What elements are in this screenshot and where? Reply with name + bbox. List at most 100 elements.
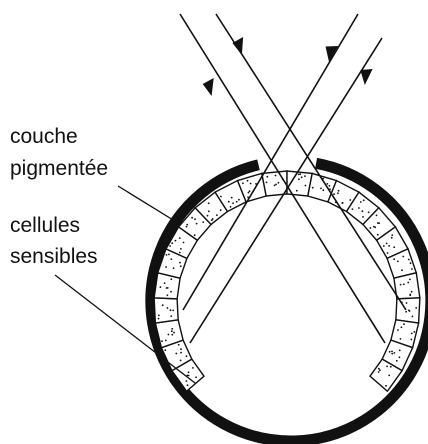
light-ray-2 [216,14,406,310]
cell-stipple-dot [333,193,335,195]
cell-stipple-dot [196,223,198,225]
cell-stipple-dot [165,340,167,342]
cell-stipple-dot [275,175,277,177]
label-pigment-layer: couche pigmentée [10,125,108,180]
cell-stipple-dot [385,385,387,387]
cell-stipple-dot [191,217,193,219]
cell-stipple-dot [170,258,172,260]
cell-stipple-dot [170,291,172,293]
cell-stipple-dot [167,287,169,289]
cell-stipple-dot [173,332,175,334]
cell-stipple-dot [275,184,277,186]
cell-stipple-dot [298,174,300,176]
cell-stipple-dot [388,245,390,247]
cell-stipple-dot [170,315,172,317]
cell-stipple-dot [397,329,399,331]
cell-stipple-dot [301,176,303,178]
sensitive-cell [394,273,420,299]
cell-stipple-dot [388,375,390,377]
cell-stipple-dot [167,294,169,296]
cell-stipple-dot [170,309,172,311]
cell-stipple-dot [230,206,232,208]
sensitive-cell [262,171,287,196]
cell-stipple-dot [266,176,268,178]
arrow-icon [360,69,372,85]
cell-stipple-dot [158,315,160,317]
cell-stipple-dot [178,344,180,346]
cell-stipple-dot [168,334,170,336]
leader-line-pigment-layer [118,186,178,223]
cell-stipple-dot [409,279,411,281]
cell-stipple-dot [370,227,372,229]
cell-stipple-dot [188,371,190,373]
cell-stipple-dot [326,183,328,185]
cell-stipple-dot [179,237,181,239]
cell-stipple-dot [373,226,375,228]
arrow-icon [203,78,214,96]
cell-stipple-dot [362,216,364,218]
cell-stipple-dot [349,199,351,201]
cell-stipple-dot [186,380,188,382]
cell-stipple-dot [186,355,188,357]
cell-stipple-dot [391,353,393,355]
cell-stipple-dot [186,224,188,226]
cell-stipple-dot [406,302,408,304]
cell-stipple-dot [186,226,188,228]
cell-stipple-dot [164,282,166,284]
cell-stipple-dot [379,369,381,371]
cell-stipple-dot [393,258,395,260]
cell-stipple-dot [172,310,174,312]
cell-stipple-dot [171,328,173,330]
label-sensitive-cells-line2: sensibles [10,245,98,268]
cell-stipple-dot [231,197,233,199]
cell-stipple-dot [407,282,409,284]
cell-stipple-dot [386,243,388,245]
sensitive-cell-outline [262,171,287,196]
cell-stipple-dot [171,334,173,336]
cell-stipple-dot [391,351,393,353]
cell-stipple-dot [352,208,354,210]
cell-stipple-dot [403,323,405,325]
cell-stipple-dot [299,173,301,175]
label-pigment-layer-line1: couche [10,125,78,148]
cell-stipple-dot [358,207,360,209]
cell-stipple-dot [363,199,365,201]
cell-stipple-dot [396,360,398,362]
cell-stipple-dot [360,201,362,203]
cell-stipple-dot [405,311,407,313]
cell-stipple-dot [322,189,324,191]
cell-stipple-dot [169,245,171,247]
cell-stipple-dot [403,283,405,285]
cell-stipple-dot [337,192,339,194]
cell-stipple-dot [397,261,399,263]
cell-stipple-dot [202,221,204,223]
label-sensitive-cells: cellules sensibles [10,214,98,268]
cell-stipple-dot [413,331,415,333]
cell-stipple-dot [166,254,168,256]
cell-stipple-dot [180,248,182,250]
cell-stipple-dot [387,252,389,254]
cell-stipple-dot [248,192,250,194]
cell-stipple-dot [409,294,411,296]
cell-stipple-dot [378,222,380,224]
cell-stipple-dot [160,286,162,288]
cell-stipple-dot [391,234,393,236]
cell-stipple-dot [158,318,160,320]
cell-stipple-dot [167,307,169,309]
cell-stipple-dot [220,209,222,211]
cell-stipple-dot [415,307,417,309]
cell-stipple-dot [195,376,197,378]
cell-stipple-dot [389,351,391,353]
cell-stipple-dot [410,339,412,341]
cell-stipple-dot [208,210,210,212]
cell-stipple-dot [194,234,196,236]
cell-stipple-dot [378,371,380,373]
cell-stipple-dot [298,178,300,180]
cell-stipple-dot [393,246,395,248]
cell-stipple-dot [391,237,393,239]
sensitive-cell-outline [154,298,178,323]
cell-stipple-dot [228,201,230,203]
cell-stipple-dot [399,350,401,352]
cell-stipple-dot [192,367,194,369]
cell-stipple-dot [408,259,410,261]
